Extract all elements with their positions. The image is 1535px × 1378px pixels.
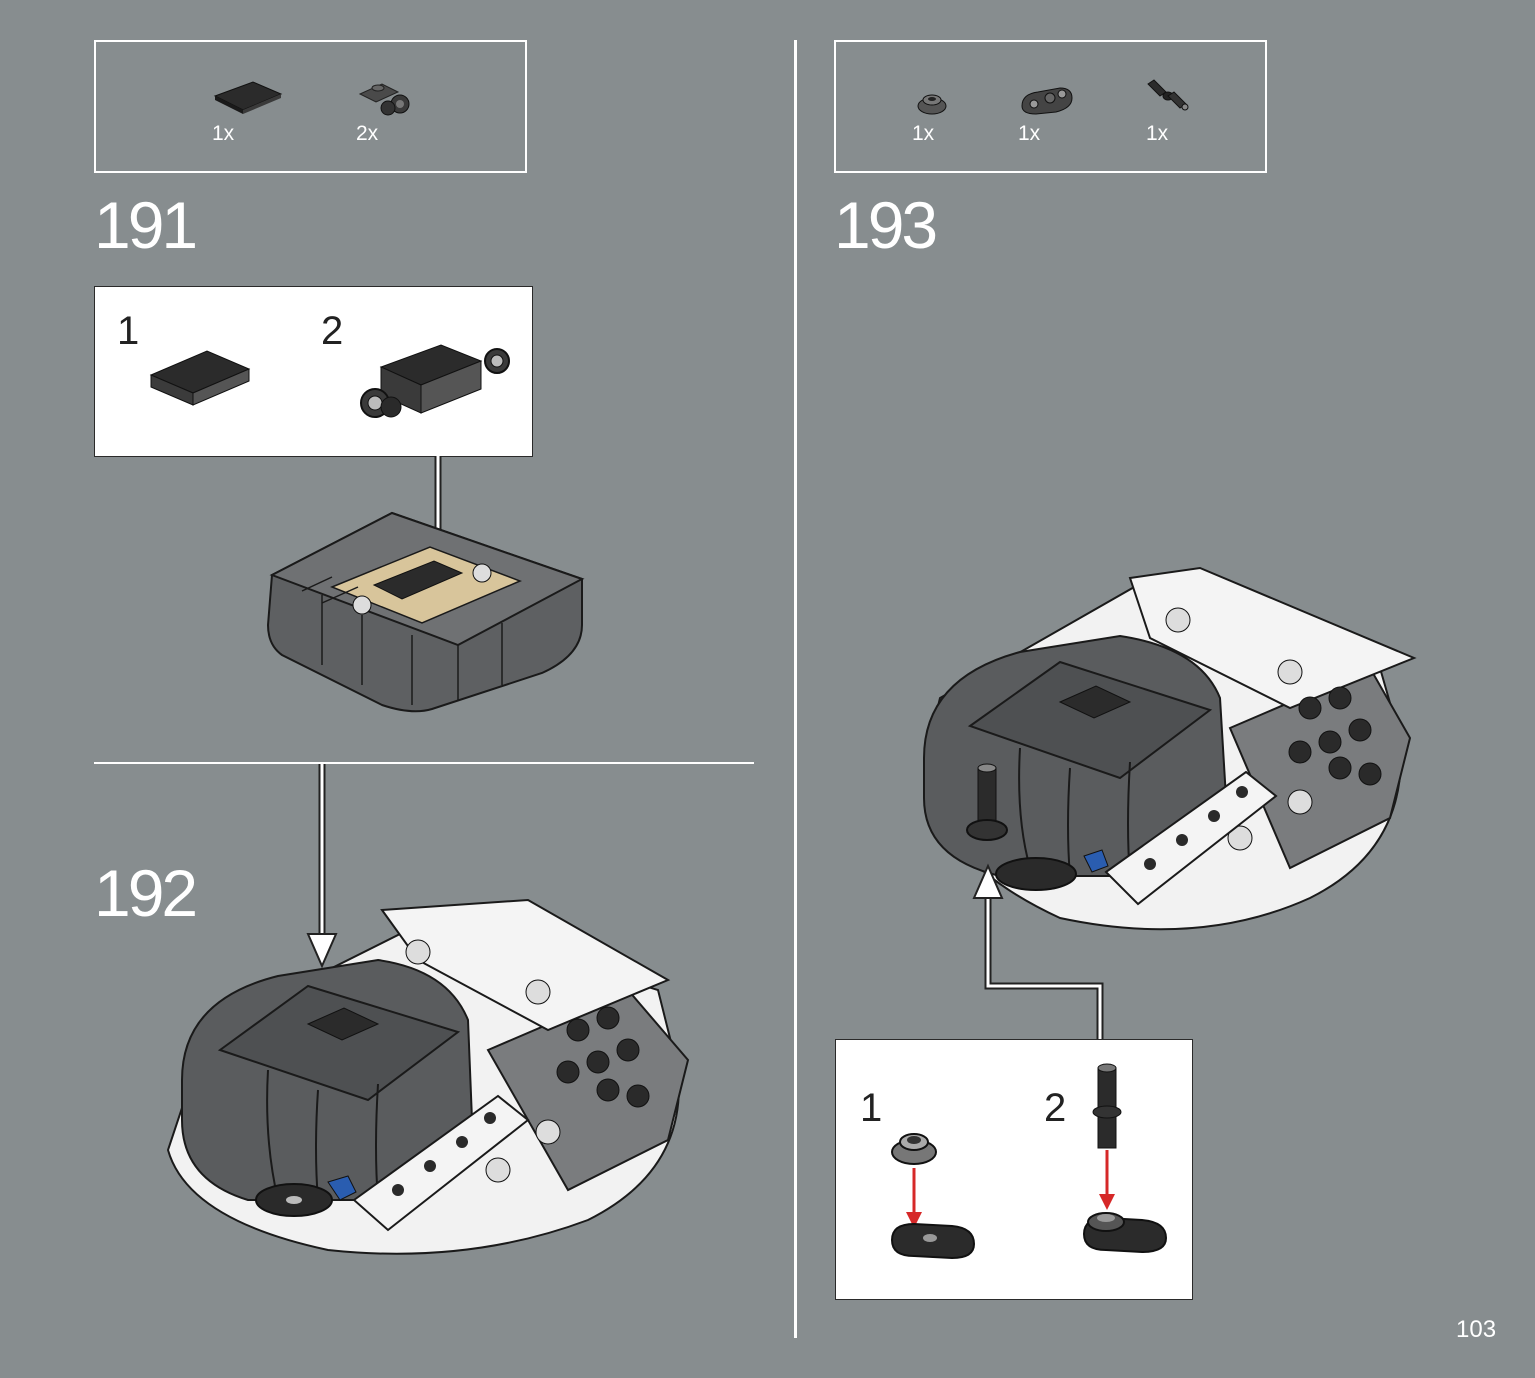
black-tile-2x4-icon: [213, 81, 283, 114]
step-number-193: 193: [834, 188, 938, 262]
parts-list-191: 1x 2x: [94, 40, 527, 173]
model-191-base: [266, 511, 585, 713]
sub-assembly-callout-193: 1 2: [835, 1039, 1193, 1300]
step-number-191: 191: [94, 188, 198, 262]
tile-on-clip-assembly-icon: [360, 344, 510, 418]
part-qty: 1x: [1146, 122, 1169, 145]
parts-list-193: 1x 1x 1x: [834, 40, 1267, 173]
round-plate-onto-plate-icon: [890, 1133, 976, 1260]
model-192: [166, 898, 690, 1255]
step-number-192: 192: [94, 856, 198, 930]
step-divider-191-192: [94, 762, 754, 764]
sub-step-label: 1: [860, 1086, 883, 1130]
model-193: [922, 566, 1417, 931]
sub-step-label: 2: [321, 309, 344, 353]
part-qty: 1x: [912, 122, 935, 145]
black-tile-icon: [149, 350, 251, 406]
placement-arrow-192: [306, 764, 338, 969]
antenna-pin-icon: [1147, 79, 1189, 111]
part-qty: 1x: [212, 122, 235, 145]
placement-arrow-193: [972, 863, 1104, 1040]
plate-with-hole-icon: [1021, 87, 1073, 115]
part-qty: 1x: [1018, 122, 1041, 145]
sub-step-label: 2: [1044, 1086, 1067, 1130]
part-qty: 2x: [356, 122, 379, 145]
page-number: 103: [1456, 1316, 1497, 1343]
sub-step-label: 1: [117, 309, 140, 353]
black-plate-with-clips-icon: [358, 83, 410, 116]
round-plate-icon: [917, 94, 947, 115]
column-divider: [794, 40, 797, 1338]
sub-assembly-callout-191: 1 2: [94, 286, 533, 457]
pin-onto-plate-icon: [1082, 1063, 1168, 1254]
